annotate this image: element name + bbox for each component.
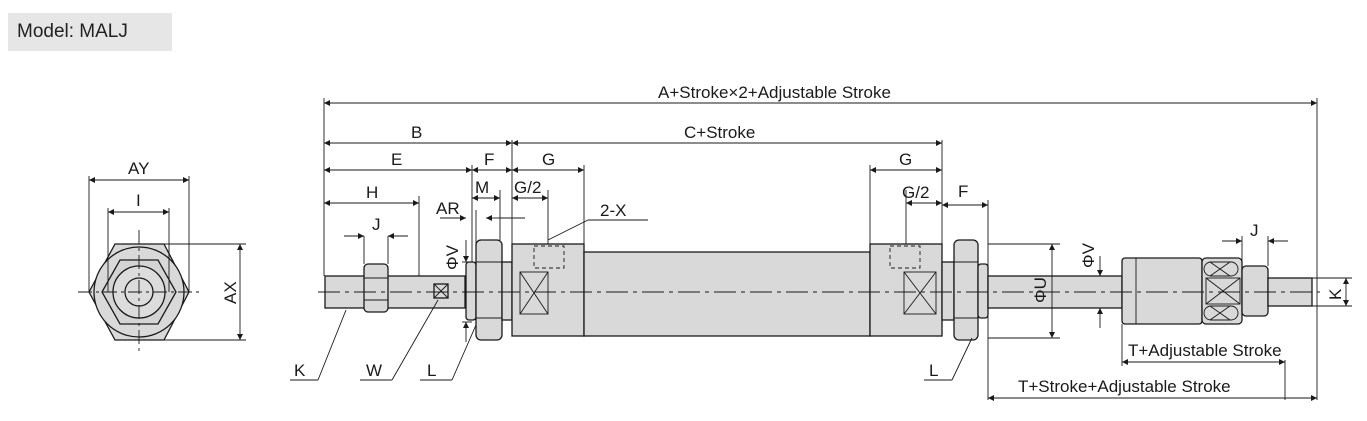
right-end-cover <box>869 243 943 337</box>
dim-k-right-label: K <box>1326 288 1345 300</box>
model-label: Model: MALJ <box>8 13 172 51</box>
dim-phi-v-right-label: ΦV <box>1079 242 1098 268</box>
dim-l-left-label: L <box>427 361 436 380</box>
w-flats <box>433 283 449 299</box>
adjust-nut-2 <box>1241 265 1269 317</box>
right-neck <box>941 261 955 321</box>
dimension-lines <box>290 98 1352 401</box>
side-view <box>324 239 1313 341</box>
end-view <box>78 176 246 352</box>
dim-f-right-label: F <box>958 182 968 201</box>
dim-w-label: W <box>366 361 382 380</box>
dim-g2-right-label: G/2 <box>902 183 929 202</box>
dim-g2-left-label: G/2 <box>514 178 541 197</box>
dim-k-left-label: K <box>294 361 306 380</box>
dim-j-right-label: J <box>1250 221 1259 240</box>
dim-c-stroke-label: C+Stroke <box>684 123 755 142</box>
cylinder-barrel <box>583 251 871 337</box>
left-mount-nut <box>475 239 503 341</box>
dim-phi-v-left-label: ΦV <box>443 244 462 270</box>
dim-phi-u-label: ΦU <box>1031 277 1050 303</box>
dim-ax-label: AX <box>221 281 240 304</box>
dim-g-left-label: G <box>542 150 555 169</box>
dim-i-label: I <box>136 191 141 210</box>
left-neck <box>501 261 513 321</box>
left-jam-nut <box>363 263 389 313</box>
dim-l-right-label: L <box>929 361 938 380</box>
left-collar <box>465 261 477 321</box>
dim-e-label: E <box>391 150 402 169</box>
right-mount-nut <box>953 239 979 341</box>
dim-m-label: M <box>475 178 489 197</box>
dim-t-adj-label: T+Adjustable Stroke <box>1128 341 1282 360</box>
dim-ar-label: AR <box>436 199 460 218</box>
dim-f-left-label: F <box>484 150 494 169</box>
right-collar <box>977 263 989 319</box>
dim-total-label: A+Stroke×2+Adjustable Stroke <box>658 83 891 102</box>
dim-j-left-label: J <box>372 215 381 234</box>
dim-b-label: B <box>411 123 422 142</box>
dim-t-stroke-adj-label: T+Stroke+Adjustable Stroke <box>1018 377 1231 396</box>
adjust-collar <box>1121 257 1203 325</box>
dim-h-label: H <box>366 183 378 202</box>
dim-g-right-label: G <box>899 150 912 169</box>
dim-ay-label: AY <box>128 159 149 178</box>
dim-2x-label: 2-X <box>600 201 626 220</box>
